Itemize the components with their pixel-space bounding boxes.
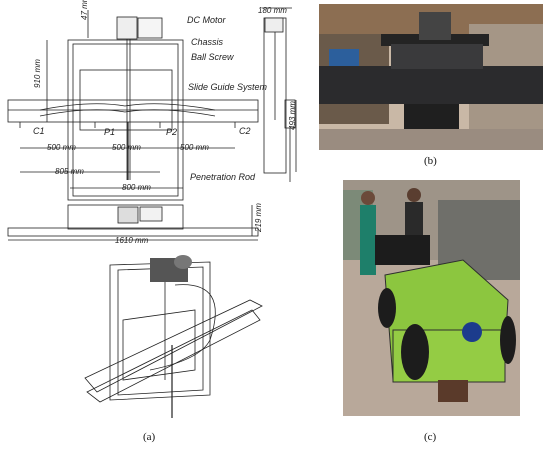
dim-910: 910 mm — [33, 59, 42, 88]
label-dc-motor: DC Motor — [187, 15, 226, 25]
dim-47: 47 mm — [80, 0, 89, 20]
photo-c-image — [343, 180, 520, 416]
photo-b-image — [319, 4, 543, 150]
label-c1: C1 — [33, 126, 45, 136]
caption-a: (a) — [143, 431, 156, 443]
caption-c: (c) — [424, 431, 437, 443]
label-ball-screw: Ball Screw — [191, 52, 234, 62]
label-p2: P2 — [166, 127, 178, 137]
dim-500-mid: 500 mm — [112, 143, 141, 152]
label-chassis: Chassis — [191, 37, 224, 47]
photo-c — [343, 180, 520, 416]
photo-b — [319, 4, 543, 150]
dim-180: 180 mm — [258, 6, 287, 15]
dim-493: 493 mm — [288, 101, 297, 130]
dim-500-left: 500 mm — [47, 143, 76, 152]
label-penetration-rod: Penetration Rod — [190, 172, 256, 182]
dim-800: 800 mm — [122, 183, 151, 192]
dim-219: 219 mm — [254, 203, 263, 232]
caption-b: (b) — [424, 155, 437, 167]
label-slide-guide: Slide Guide System — [188, 82, 268, 92]
dim-1610: 1610 mm — [115, 236, 149, 245]
label-p1: P1 — [104, 127, 116, 137]
dim-500-right: 500 mm — [180, 143, 209, 152]
dim-805: 805 mm — [55, 167, 84, 176]
label-c2: C2 — [239, 126, 251, 136]
